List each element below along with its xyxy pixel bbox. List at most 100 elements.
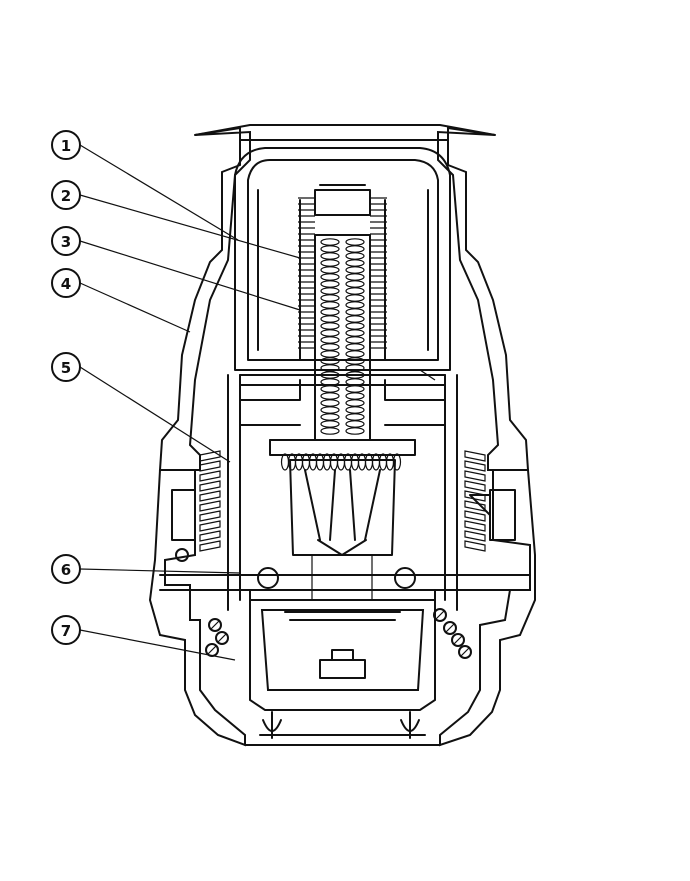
spring-section-circle [443, 621, 457, 635]
spring-coil [320, 322, 340, 330]
callout-2-label: 2 [61, 187, 71, 205]
spring-coil [320, 308, 340, 316]
spring-coil [345, 385, 365, 393]
thread-tooth [464, 470, 486, 482]
band-coil [336, 453, 346, 471]
spring-coil [345, 308, 365, 316]
spring-section-circle [433, 608, 447, 622]
thread-tooth [199, 470, 221, 482]
spring-coil [320, 245, 340, 253]
spring-coil [345, 420, 365, 428]
callout-1: 1 [51, 130, 81, 160]
spring-section-hatch [207, 645, 217, 655]
spring-section-hatch [435, 610, 445, 620]
spring-coil [345, 252, 365, 260]
band-coil [364, 453, 374, 471]
thread-tooth [199, 520, 221, 532]
mid-body [227, 374, 458, 611]
band-coil [280, 453, 290, 471]
spring-coil [345, 343, 365, 351]
spring-coil [345, 406, 365, 414]
outer-housing [148, 124, 536, 747]
spring-coil [345, 350, 365, 358]
spring-coil [320, 420, 340, 428]
thread-left [199, 450, 221, 552]
thread-tooth [464, 510, 486, 522]
thread-tooth [199, 460, 221, 472]
thread-tooth [464, 480, 486, 492]
leader-lines [79, 144, 301, 661]
spring-coil [320, 238, 340, 246]
spring-coil [345, 273, 365, 281]
band-coil [378, 453, 388, 471]
callout-5-label: 5 [61, 359, 71, 377]
spring-coil [320, 399, 340, 407]
thread-tooth [464, 520, 486, 532]
thread-tooth [199, 480, 221, 492]
center-spring [298, 184, 387, 441]
band-coil [350, 453, 360, 471]
band-coil [308, 453, 318, 471]
thread-tooth [464, 530, 486, 542]
callout-7-label: 7 [61, 622, 71, 640]
band-coil [294, 453, 304, 471]
thread-tooth [199, 510, 221, 522]
band-coil [301, 453, 311, 471]
cone-insert [289, 459, 396, 600]
spring-section-hatch [217, 633, 227, 643]
band-coil [357, 453, 367, 471]
spring-section-circle [458, 645, 472, 659]
thread-tooth [199, 490, 221, 502]
spring-coil [345, 266, 365, 274]
bottom-cup [249, 599, 436, 739]
callout-6-label: 6 [61, 561, 71, 579]
callout-2: 2 [51, 180, 81, 210]
band-coil [329, 453, 339, 471]
spring-coil [320, 350, 340, 358]
callout-4-label: 4 [61, 275, 71, 293]
spring-coil [345, 427, 365, 435]
spring-section-circle [215, 631, 229, 645]
lower-crossbar [159, 567, 531, 601]
horizontal-spring-band [280, 453, 402, 471]
spring-coil [345, 259, 365, 267]
spring-coil [345, 315, 365, 323]
spring-coil [345, 399, 365, 407]
thread-tooth [464, 450, 486, 462]
spring-coil [320, 329, 340, 337]
spring-coil [345, 329, 365, 337]
thread-tooth [464, 490, 486, 502]
thread-tooth [199, 530, 221, 542]
callout-3-label: 3 [61, 233, 71, 251]
spring-coil [345, 280, 365, 288]
spring-coil [320, 406, 340, 414]
spring-section-hatch [453, 635, 463, 645]
thread-tooth [464, 540, 486, 552]
spring-section-hatch [210, 620, 220, 630]
callout-1-label: 1 [61, 137, 71, 155]
spring-coil [320, 385, 340, 393]
spring-section-hatch [460, 647, 470, 657]
spring-coil [320, 315, 340, 323]
spring-coil [320, 301, 340, 309]
spring-section-hatch [445, 623, 455, 633]
spring-coil [320, 427, 340, 435]
spring-coil [320, 413, 340, 421]
spring-coil [320, 343, 340, 351]
spring-coil [345, 322, 365, 330]
band-coil [322, 453, 332, 471]
spring-coil [320, 259, 340, 267]
spring-section-circle [208, 618, 222, 632]
callout-6: 6 [51, 554, 81, 584]
spring-coil [320, 252, 340, 260]
spring-coil [345, 238, 365, 246]
spring-coil [320, 266, 340, 274]
callout-4: 4 [51, 268, 81, 298]
spring-coil [320, 273, 340, 281]
spring-coil [345, 413, 365, 421]
band-coil [315, 453, 325, 471]
spring-coil [345, 287, 365, 295]
spring-coil [345, 336, 365, 344]
callout-3: 3 [51, 226, 81, 256]
